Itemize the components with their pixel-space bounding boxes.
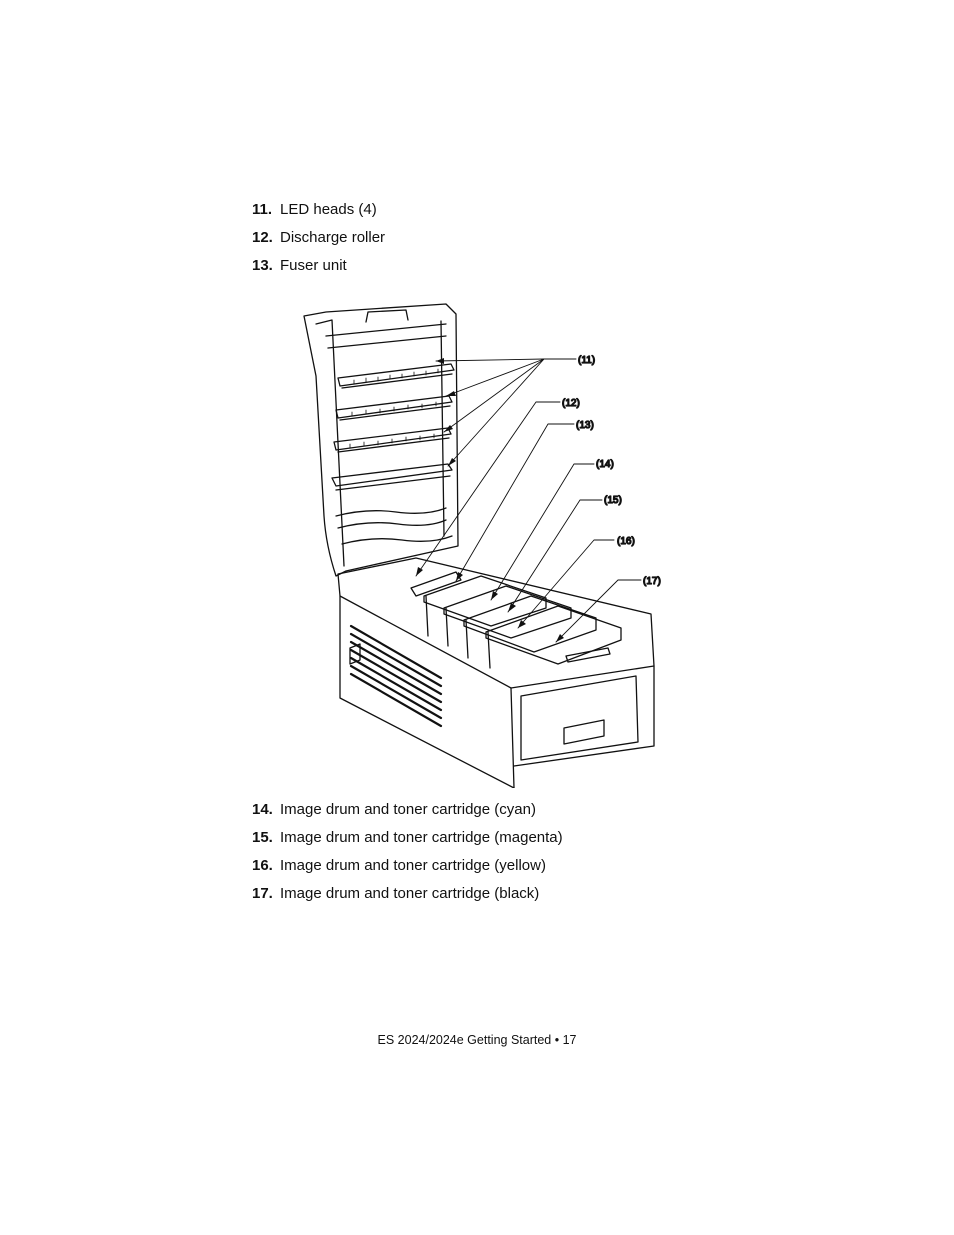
printer-diagram: (11) (12) (13) (14) (15) (16) (17) bbox=[296, 296, 676, 788]
item-text: Fuser unit bbox=[280, 257, 347, 274]
callout-13: (13) bbox=[576, 420, 594, 431]
printer-body bbox=[337, 557, 655, 788]
list-item: 11. LED heads (4) bbox=[252, 200, 385, 228]
item-number: 15. bbox=[252, 829, 273, 846]
item-text: Discharge roller bbox=[280, 229, 386, 246]
callout-17: (17) bbox=[643, 576, 661, 587]
parts-list-bottom: 14. Image drum and toner cartridge (cyan)… bbox=[252, 800, 563, 912]
item-text: LED heads (4) bbox=[280, 201, 377, 218]
item-number: 13. bbox=[252, 257, 273, 274]
callout-12: (12) bbox=[562, 398, 580, 409]
item-number: 17. bbox=[252, 885, 273, 902]
callout-14: (14) bbox=[596, 459, 614, 470]
item-number: 11. bbox=[252, 201, 273, 218]
item-text: Image drum and toner cartridge (cyan) bbox=[280, 801, 536, 818]
list-item: 16. Image drum and toner cartridge (yello… bbox=[252, 856, 563, 884]
item-number: 12. bbox=[252, 229, 273, 246]
led-heads bbox=[331, 363, 455, 491]
item-number: 16. bbox=[252, 857, 273, 874]
leader-arrowheads bbox=[416, 358, 564, 642]
cover-rollers bbox=[335, 507, 453, 545]
list-item: 13. Fuser unit bbox=[252, 256, 385, 284]
item-number: 14. bbox=[252, 801, 273, 818]
page-footer: ES 2024/2024e Getting Started • 17 bbox=[377, 1033, 577, 1047]
list-item: 17. Image drum and toner cartridge (black… bbox=[252, 884, 563, 912]
parts-list-top: 11. LED heads (4) 12. Discharge roller 13.… bbox=[252, 200, 385, 284]
leader-lines bbox=[415, 358, 642, 643]
list-item: 14. Image drum and toner cartridge (cyan) bbox=[252, 800, 563, 828]
item-text: Image drum and toner cartridge (yellow) bbox=[280, 857, 546, 874]
callout-16: (16) bbox=[617, 536, 635, 547]
list-item: 15. Image drum and toner cartridge (magen… bbox=[252, 828, 563, 856]
drum-cartridges bbox=[410, 571, 622, 669]
item-text: Image drum and toner cartridge (magenta) bbox=[280, 829, 563, 846]
printer-illustration: (11) (12) (13) (14) (15) (16) (17) bbox=[303, 303, 661, 788]
callout-15: (15) bbox=[604, 495, 622, 506]
item-text: Image drum and toner cartridge (black) bbox=[280, 885, 540, 902]
callout-11: (11) bbox=[578, 355, 595, 366]
list-item: 12. Discharge roller bbox=[252, 228, 385, 256]
